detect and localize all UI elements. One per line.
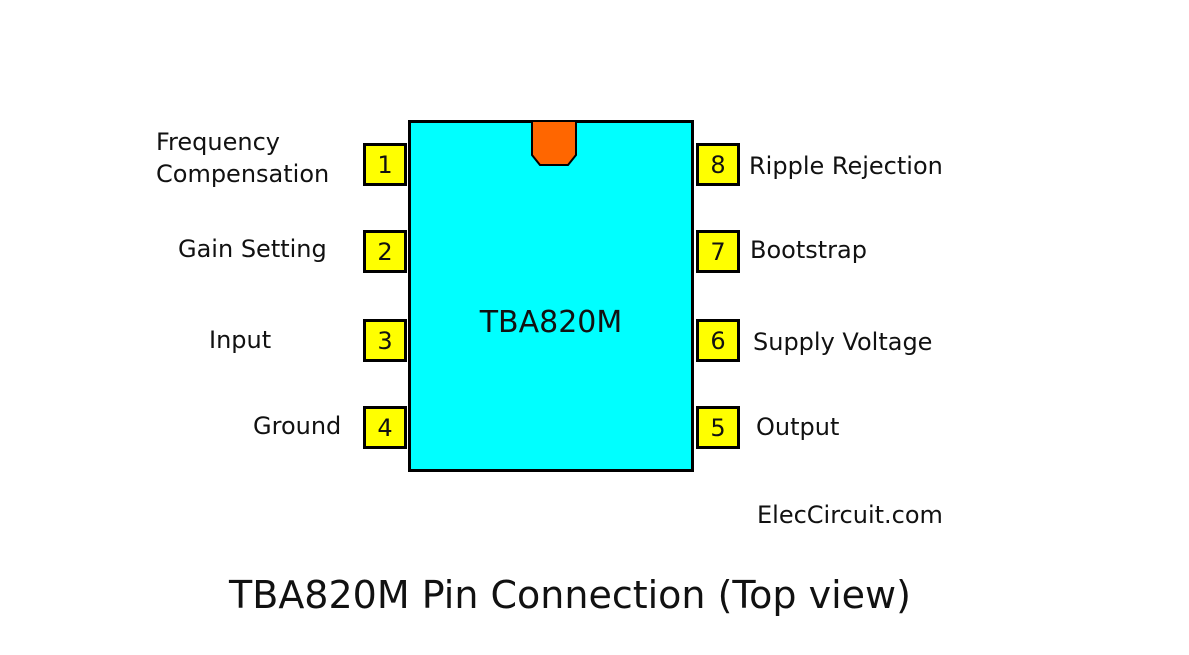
pin-1: 1: [363, 143, 407, 186]
pin-7: 7: [696, 230, 740, 273]
pin-6: 6: [696, 319, 740, 362]
part-number-label: TBA820M: [479, 305, 623, 340]
pin-8-label: Ripple Rejection: [749, 152, 943, 180]
pin-4-label: Ground: [253, 412, 342, 440]
pin-2-label: Gain Setting: [178, 235, 327, 263]
orientation-notch: [531, 120, 577, 166]
ic-package: TBA820M: [408, 120, 694, 472]
pin-2: 2: [363, 230, 407, 273]
pin-7-label: Bootstrap: [750, 236, 867, 264]
pin-1-label-line1: Frequency: [156, 128, 280, 156]
pin-1-label-line2: Compensation: [156, 160, 330, 188]
pin-3-label: Input: [209, 326, 272, 354]
watermark: ElecCircuit.com: [757, 501, 943, 529]
pin-8: 8: [696, 143, 740, 186]
pin-4: 4: [363, 406, 407, 449]
pin-5: 5: [696, 406, 740, 449]
diagram-caption: TBA820M Pin Connection (Top view): [229, 573, 911, 617]
pin-6-label: Supply Voltage: [753, 328, 933, 356]
pin-3: 3: [363, 319, 407, 362]
pin-5-label: Output: [756, 413, 840, 441]
